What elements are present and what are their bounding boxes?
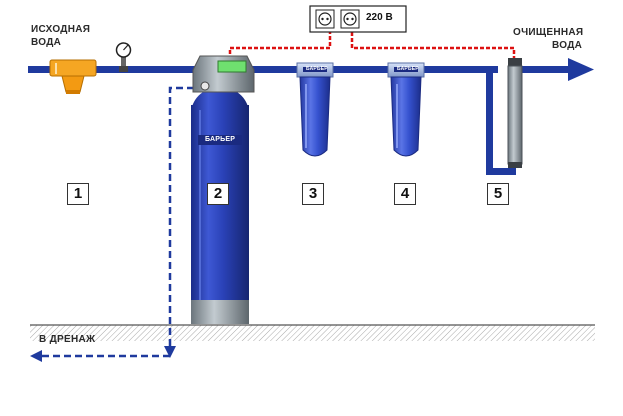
power-outlet-icon bbox=[315, 9, 335, 29]
power-wiring bbox=[228, 32, 516, 66]
filter-housing-3 bbox=[296, 62, 334, 157]
stage-number-3: 3 bbox=[302, 183, 324, 205]
main-water-pipe bbox=[28, 58, 594, 175]
softener-tank bbox=[191, 88, 249, 324]
display-screen bbox=[217, 60, 247, 73]
drain-line bbox=[40, 86, 194, 358]
stage-number-2: 2 bbox=[207, 183, 229, 205]
source-water-label-line1: ИСХОДНАЯ bbox=[31, 24, 91, 35]
tank-brand-logo: БАРЬЕР bbox=[205, 136, 236, 143]
drain-arrow-left-icon bbox=[30, 350, 42, 362]
purified-water-label-line2: ВОДА bbox=[552, 40, 583, 51]
source-water-label-line2: ВОДА bbox=[31, 37, 62, 48]
control-valve-head bbox=[192, 55, 255, 93]
purified-water-label-line1: ОЧИЩЕННАЯ bbox=[513, 27, 584, 38]
voltage-label: 220 В bbox=[366, 12, 393, 23]
filter-housing-4 bbox=[387, 62, 425, 157]
power-outlet-box bbox=[309, 5, 407, 33]
drain-arrow-down-icon bbox=[164, 346, 176, 358]
control-knob-icon bbox=[200, 81, 210, 91]
stage-number-4: 4 bbox=[394, 183, 416, 205]
drain-label: В ДРЕНАЖ bbox=[39, 334, 96, 345]
mesh-prefilter bbox=[49, 59, 97, 94]
flow-arrow-icon bbox=[568, 58, 594, 81]
stage-number-1: 1 bbox=[67, 183, 89, 205]
uv-sterilizer bbox=[507, 58, 523, 168]
housing-4-brand: БАРЬЕР bbox=[397, 66, 419, 72]
floor bbox=[30, 324, 595, 341]
stage-number-5: 5 bbox=[487, 183, 509, 205]
power-outlet-icon bbox=[340, 9, 360, 29]
housing-3-brand: БАРЬЕР bbox=[306, 66, 328, 72]
pressure-gauge-icon bbox=[115, 42, 132, 72]
